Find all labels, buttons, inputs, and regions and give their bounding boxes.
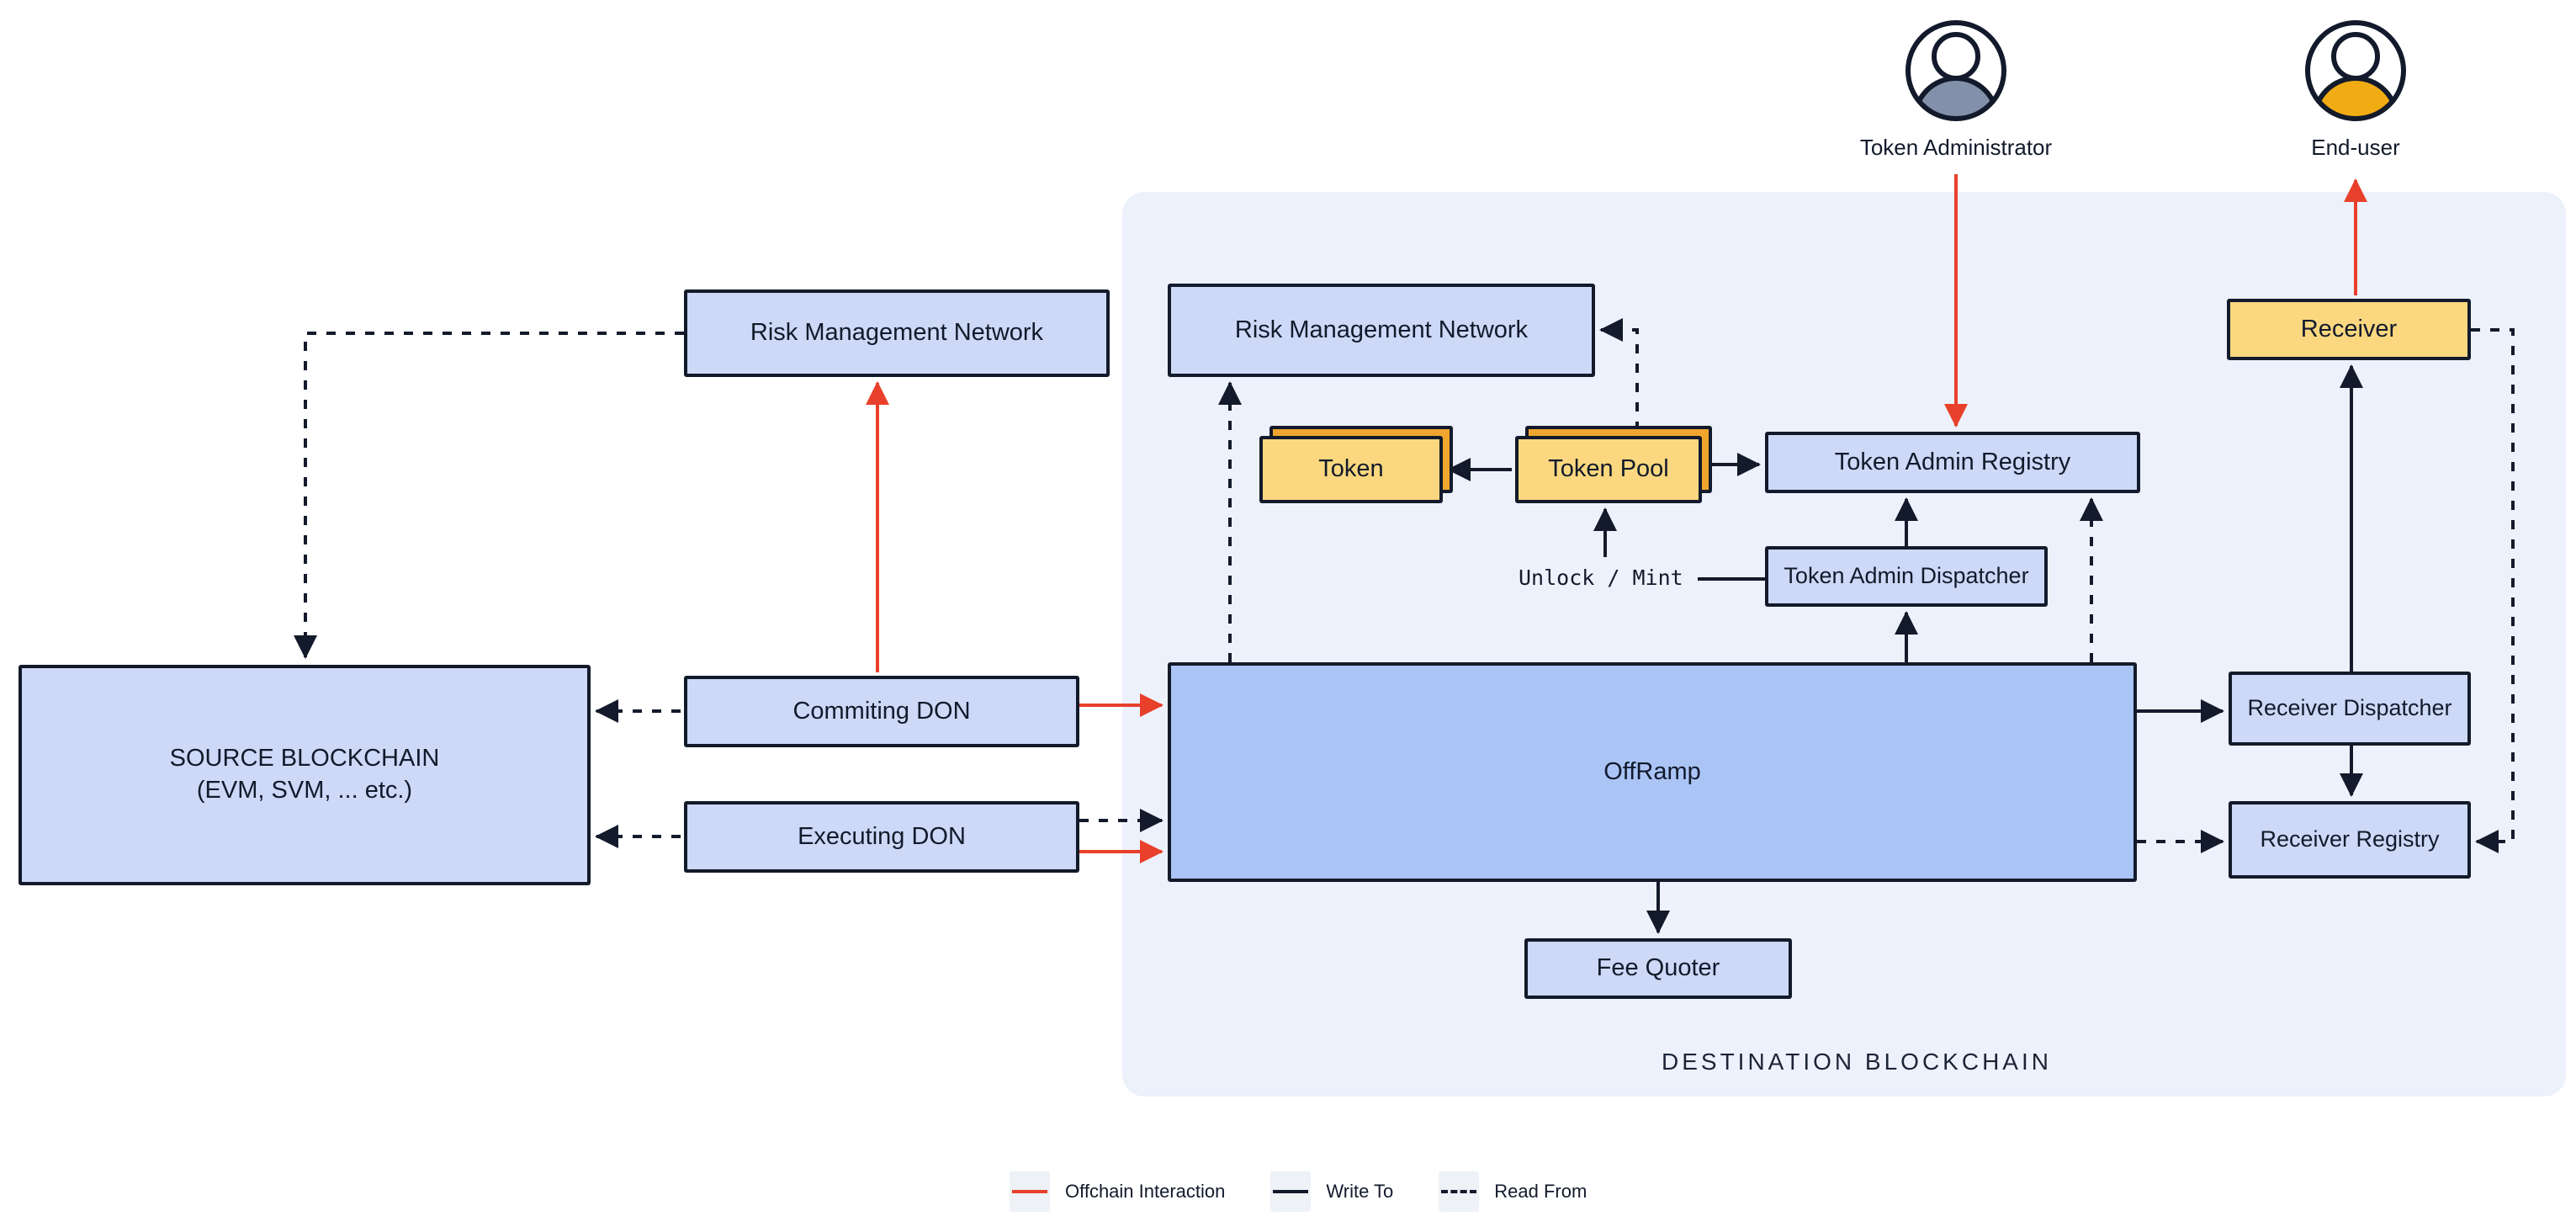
legend-write-to-label: Write To (1326, 1181, 1394, 1202)
legend-item-read-from: Read From (1439, 1171, 1587, 1212)
node-token-admin-dispatcher: Token Admin Dispatcher (1765, 546, 2048, 607)
write-to-line-sample (1273, 1190, 1309, 1193)
node-source-blockchain: SOURCE BLOCKCHAIN (EVM, SVM, ... etc.) (19, 665, 591, 885)
unlock-mint-edge-label: Unlock / Mint (1519, 566, 1683, 590)
node-token-admin-registry: Token Admin Registry (1765, 432, 2140, 493)
token-administrator-icon (1905, 20, 2006, 121)
actor-end-user: End-user (2263, 15, 2448, 161)
legend: Offchain Interaction Write To Read From (1010, 1171, 1587, 1212)
offchain-line-sample (1012, 1190, 1047, 1193)
read-from-line-sample (1441, 1190, 1477, 1193)
legend-item-offchain: Offchain Interaction (1010, 1171, 1225, 1212)
node-risk-management-network-left: Risk Management Network (684, 289, 1110, 377)
node-receiver-dispatcher: Receiver Dispatcher (2229, 672, 2471, 746)
token-administrator-label: Token Administrator (1859, 135, 2053, 160)
legend-read-from-swatch (1439, 1171, 1480, 1212)
actor-token-administrator: Token Administrator (1859, 15, 2053, 161)
edge-token-pool-to-rmn-right (1599, 318, 1639, 431)
edge-receiver-to-receiver-registry (2471, 328, 2515, 853)
node-risk-management-network-right: Risk Management Network (1168, 284, 1595, 377)
node-fee-quoter: Fee Quoter (1524, 938, 1792, 999)
node-offramp: OffRamp (1168, 662, 2137, 882)
node-commiting-don: Commiting DON (684, 676, 1079, 747)
node-receiver: Receiver (2227, 299, 2471, 360)
legend-write-to-swatch (1270, 1171, 1312, 1212)
legend-item-write-to: Write To (1270, 1171, 1393, 1212)
end-user-icon (2305, 20, 2406, 121)
legend-offchain-label: Offchain Interaction (1065, 1181, 1226, 1202)
edge-rmn-left-to-source (294, 332, 684, 659)
node-executing-don: Executing DON (684, 801, 1079, 873)
node-token-pool: Token Pool (1515, 436, 1702, 503)
node-token: Token (1259, 436, 1443, 503)
source-blockchain-line1: SOURCE BLOCKCHAIN (169, 745, 440, 773)
node-receiver-registry: Receiver Registry (2229, 801, 2471, 879)
source-blockchain-line2: (EVM, SVM, ... etc.) (196, 777, 413, 804)
legend-read-from-label: Read From (1494, 1181, 1587, 1202)
destination-blockchain-caption: DESTINATION BLOCKCHAIN (1662, 1049, 2052, 1075)
end-user-label: End-user (2311, 135, 2400, 160)
legend-offchain-swatch (1010, 1171, 1050, 1212)
